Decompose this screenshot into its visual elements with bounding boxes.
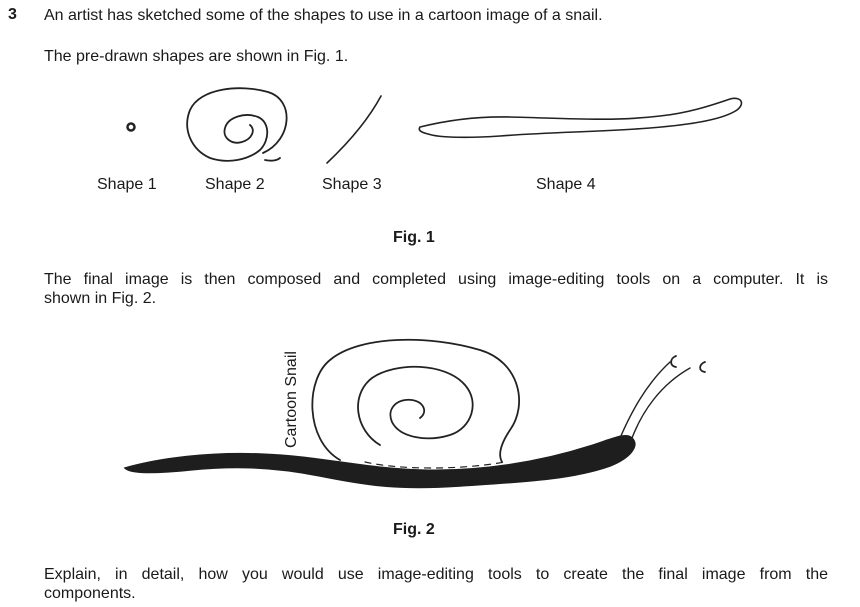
explain-text: Explain, in detail, how you would use im… xyxy=(44,565,828,603)
snail-shell xyxy=(311,338,520,463)
final-image-text: The final image is then composed and com… xyxy=(44,270,828,308)
fig1-caption: Fig. 1 xyxy=(393,229,435,246)
intro-text: An artist has sketched some of the shape… xyxy=(44,7,603,24)
cartoon-snail-label: Cartoon Snail xyxy=(283,351,300,448)
snail-body xyxy=(123,434,636,489)
shape4-body xyxy=(418,97,743,139)
final-image-line2: shown in Fig. 2. xyxy=(44,290,157,307)
final-image-line1: The final image is then composed and com… xyxy=(44,271,828,288)
pre-drawn-text: The pre-drawn shapes are shown in Fig. 1… xyxy=(44,48,349,65)
snail-tentacle-2 xyxy=(631,367,691,439)
question-number: 3 xyxy=(8,6,17,23)
explain-line2: components. xyxy=(44,585,136,602)
shape4-label: Shape 4 xyxy=(536,176,596,193)
fig1-drawings xyxy=(126,87,743,164)
fig2-drawings xyxy=(311,338,706,469)
shape1-label: Shape 1 xyxy=(97,176,157,193)
shape3-label: Shape 3 xyxy=(322,176,382,193)
shape2-label: Shape 2 xyxy=(205,176,265,193)
shape3-line xyxy=(326,95,382,164)
snail-eye-1 xyxy=(670,355,677,368)
shape2-spiral xyxy=(186,87,288,162)
snail-eye-2 xyxy=(699,361,706,373)
snail-shell-base xyxy=(364,461,506,469)
explain-line1: Explain, in detail, how you would use im… xyxy=(44,566,828,583)
snail-tentacle-1 xyxy=(619,361,671,439)
fig2-caption: Fig. 2 xyxy=(393,521,435,538)
shape1-dot xyxy=(126,122,136,132)
